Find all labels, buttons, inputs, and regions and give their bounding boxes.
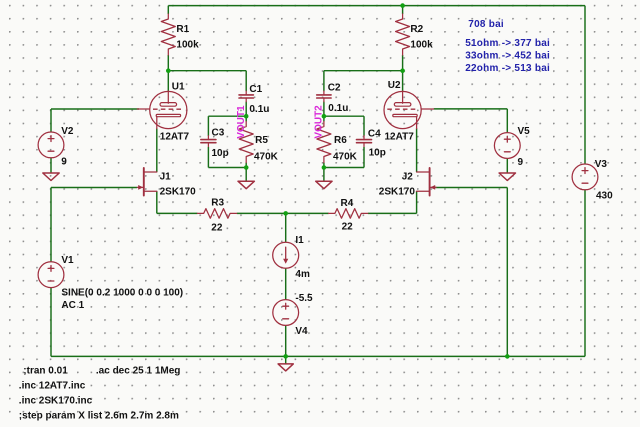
svg-text:22ohm -> 513 bai: 22ohm -> 513 bai — [465, 63, 550, 74]
svg-text:U2: U2 — [388, 80, 401, 91]
svg-text:.inc 12AT7.inc: .inc 12AT7.inc — [19, 380, 86, 391]
svg-text:V5: V5 — [518, 126, 531, 137]
svg-text:C2: C2 — [328, 83, 341, 94]
svg-text:9: 9 — [61, 157, 67, 168]
svg-text:I1: I1 — [295, 235, 304, 246]
svg-text:-5.5: -5.5 — [295, 293, 313, 304]
svg-text:9: 9 — [518, 157, 524, 168]
svg-text:4m: 4m — [295, 269, 310, 280]
svg-text:R6: R6 — [334, 135, 347, 146]
svg-text:33ohm -> 452 bai: 33ohm -> 452 bai — [465, 50, 550, 61]
svg-text:470K: 470K — [254, 152, 279, 163]
svg-text:C4: C4 — [368, 128, 381, 139]
svg-text:.ac dec 25 1 1Meg: .ac dec 25 1 1Meg — [96, 365, 180, 376]
svg-text:VOUT2: VOUT2 — [313, 105, 324, 139]
svg-text:100k: 100k — [410, 40, 433, 51]
svg-text:10p: 10p — [212, 148, 229, 159]
svg-text:AC 1: AC 1 — [61, 300, 84, 311]
svg-text:22: 22 — [342, 222, 354, 233]
svg-text:VOUT1: VOUT1 — [236, 105, 247, 139]
svg-text:470K: 470K — [333, 151, 358, 162]
svg-text:V3: V3 — [595, 159, 608, 170]
svg-text:R3: R3 — [211, 198, 224, 209]
svg-text:;step param X list 2.6m 2.7m 2: ;step param X list 2.6m 2.7m 2.8m — [19, 410, 179, 421]
svg-text:100k: 100k — [176, 40, 199, 51]
svg-text:2SK170: 2SK170 — [379, 187, 416, 198]
svg-text:430: 430 — [596, 190, 613, 201]
svg-text:R4: R4 — [341, 198, 354, 209]
svg-text:V1: V1 — [61, 255, 74, 266]
svg-text:R5: R5 — [255, 135, 268, 146]
svg-text:V2: V2 — [61, 126, 74, 137]
svg-text:;tran 0.01: ;tran 0.01 — [23, 365, 68, 376]
svg-text:U1: U1 — [172, 82, 185, 93]
svg-text:51ohm -> 377 bai: 51ohm -> 377 bai — [465, 38, 550, 49]
svg-text:2SK170: 2SK170 — [160, 186, 197, 197]
svg-text:22: 22 — [211, 223, 223, 234]
svg-text:SINE(0 0.2 1000 0 0 0 100): SINE(0 0.2 1000 0 0 0 100) — [61, 287, 183, 298]
svg-text:10p: 10p — [369, 147, 386, 158]
svg-text:C3: C3 — [212, 127, 225, 138]
svg-text:J2: J2 — [402, 172, 414, 183]
svg-text:R2: R2 — [410, 24, 423, 35]
svg-text:0.1u: 0.1u — [249, 104, 269, 115]
svg-text:12AT7: 12AT7 — [160, 131, 190, 142]
svg-text:0.1u: 0.1u — [328, 103, 348, 114]
svg-text:R1: R1 — [176, 24, 189, 35]
svg-text:V4: V4 — [295, 326, 308, 337]
svg-text:12AT7: 12AT7 — [385, 132, 415, 143]
svg-text:C1: C1 — [249, 84, 262, 95]
svg-text:708 bai: 708 bai — [468, 19, 504, 30]
svg-text:J1: J1 — [160, 171, 172, 182]
svg-text:.inc 2SK170.inc: .inc 2SK170.inc — [19, 395, 93, 406]
